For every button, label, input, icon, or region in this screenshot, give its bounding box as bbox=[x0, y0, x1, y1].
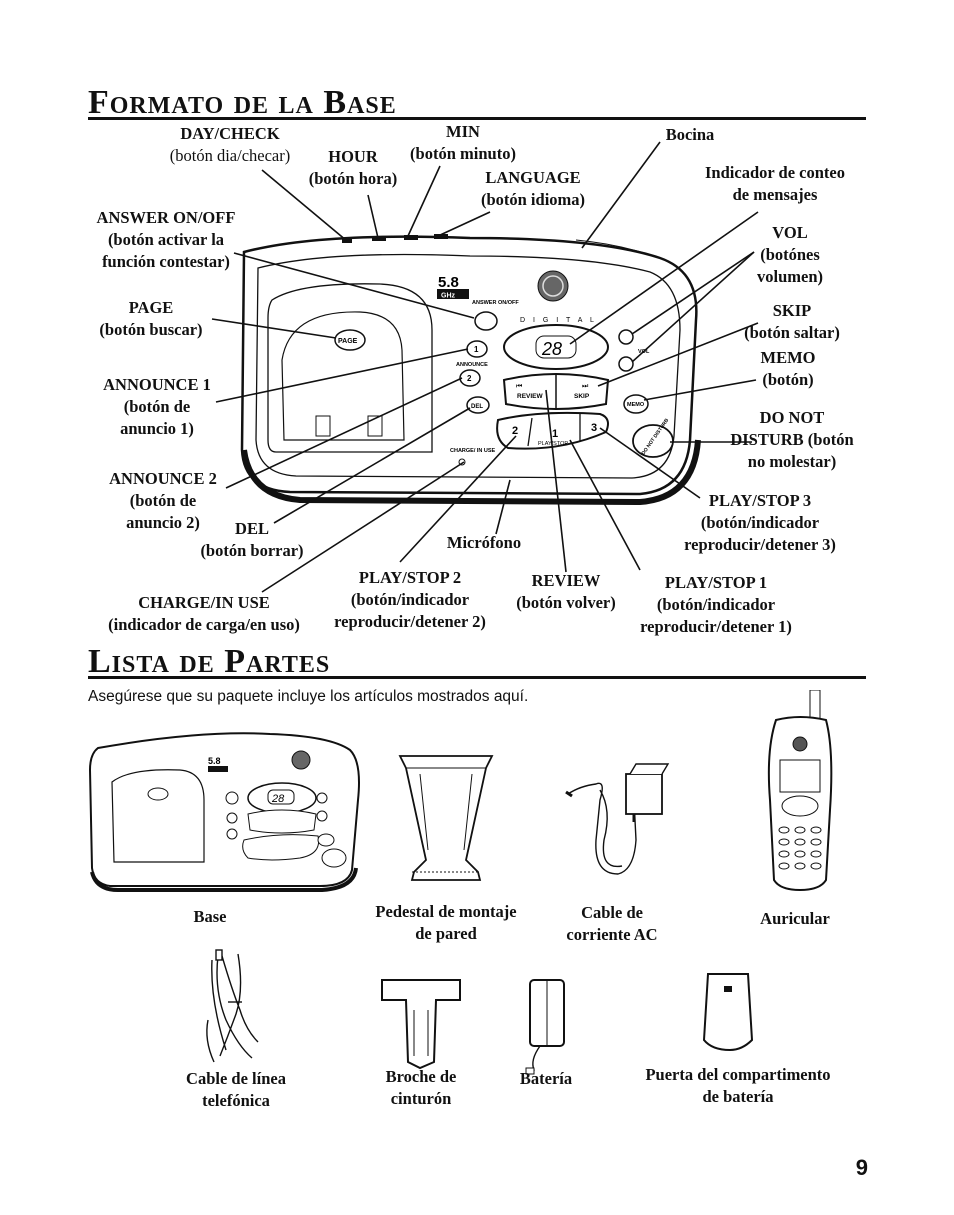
memo-button[interactable] bbox=[623, 394, 649, 414]
svg-text:28: 28 bbox=[541, 339, 562, 359]
part-label-base: Base bbox=[193, 907, 227, 926]
belt-clip-image bbox=[381, 979, 461, 1070]
svg-text:PAGE: PAGE bbox=[338, 338, 358, 345]
title-rule bbox=[88, 117, 866, 120]
svg-text:ANSWER ON/OFF: ANSWER ON/OFF bbox=[472, 300, 519, 306]
svg-text:MEMO: MEMO bbox=[627, 402, 645, 408]
ac-cord-image bbox=[565, 763, 670, 875]
label-bocina: Bocina bbox=[665, 125, 715, 144]
intro-text: Asegúrese que su paquete incluye los art… bbox=[88, 688, 529, 705]
svg-text:1: 1 bbox=[474, 345, 479, 354]
label-language: LANGUAGE(botón idioma) bbox=[480, 168, 586, 209]
next-icon: ⏭ bbox=[582, 383, 589, 390]
vol-up-button[interactable] bbox=[618, 329, 634, 345]
label-hour: HOUR(botón hora) bbox=[308, 147, 398, 188]
svg-text:28: 28 bbox=[271, 793, 285, 805]
play-stop-2-button[interactable]: 2 bbox=[512, 425, 518, 437]
label-memo: MEMO(botón) bbox=[760, 348, 816, 389]
answer-onoff-button[interactable] bbox=[474, 311, 498, 331]
battery-image bbox=[525, 979, 565, 1075]
announce2-button[interactable] bbox=[459, 369, 481, 387]
base-diagram: 5.8 GHz ANSWER ON/OFF PAGE 1 ANNOUNCE 2 … bbox=[211, 141, 759, 593]
svg-text:PLAY/STOP: PLAY/STOP bbox=[538, 441, 568, 447]
section-title-partes: Lista de Partes bbox=[88, 643, 331, 680]
play-stop-3-button[interactable]: 3 bbox=[591, 422, 597, 434]
ghz-badge: 5.8 bbox=[438, 274, 459, 291]
label-min: MIN(botón minuto) bbox=[410, 122, 516, 163]
parts-illustrations: 5.8 28 bbox=[88, 690, 833, 1075]
svg-text:5.8: 5.8 bbox=[208, 756, 221, 766]
page-button[interactable] bbox=[334, 329, 366, 351]
label-microfono: Micrófono bbox=[446, 533, 522, 552]
part-label-bateria: Batería bbox=[519, 1069, 573, 1088]
message-display bbox=[535, 335, 577, 359]
svg-text:ANNOUNCE: ANNOUNCE bbox=[456, 362, 488, 368]
svg-text:2: 2 bbox=[467, 374, 472, 383]
label-page: PAGE(botón buscar) bbox=[99, 298, 203, 339]
svg-text:D I G I T A L: D I G I T A L bbox=[520, 317, 597, 324]
review-button[interactable]: REVIEW bbox=[517, 393, 544, 400]
label-review: REVIEW(botón volver) bbox=[516, 571, 616, 612]
battery-door-image bbox=[702, 973, 754, 1052]
wall-mount-pedestal-image bbox=[398, 755, 494, 881]
phone-line-cord-image bbox=[206, 949, 259, 1063]
title-rule bbox=[88, 676, 866, 679]
label-day-check: DAY/CHECK(botón dia/checar) bbox=[169, 124, 291, 165]
svg-text:GHz: GHz bbox=[441, 293, 456, 300]
play-stop-1-button[interactable]: 1 bbox=[552, 428, 558, 440]
label-skip: SKIP(botón saltar) bbox=[744, 301, 840, 342]
del-button[interactable] bbox=[466, 396, 490, 414]
svg-text:CHARGE/ IN USE: CHARGE/ IN USE bbox=[450, 448, 496, 454]
part-label-auricular: Auricular bbox=[760, 909, 830, 928]
section-title-formato: Formato de la Base bbox=[88, 84, 397, 121]
label-charge: CHARGE/IN USE(indicador de carga/en uso) bbox=[108, 593, 300, 634]
handset-image bbox=[767, 690, 833, 892]
base-part-image: 5.8 28 bbox=[88, 732, 360, 892]
do-not-disturb-button[interactable] bbox=[632, 424, 674, 458]
prev-icon: ⏮ bbox=[516, 383, 522, 390]
svg-text:DEL: DEL bbox=[471, 404, 483, 410]
label-del: DEL(botón borrar) bbox=[200, 519, 304, 560]
page-number: 9 bbox=[855, 1155, 868, 1180]
skip-button[interactable]: SKIP bbox=[574, 393, 590, 400]
vol-down-button[interactable] bbox=[618, 356, 634, 372]
